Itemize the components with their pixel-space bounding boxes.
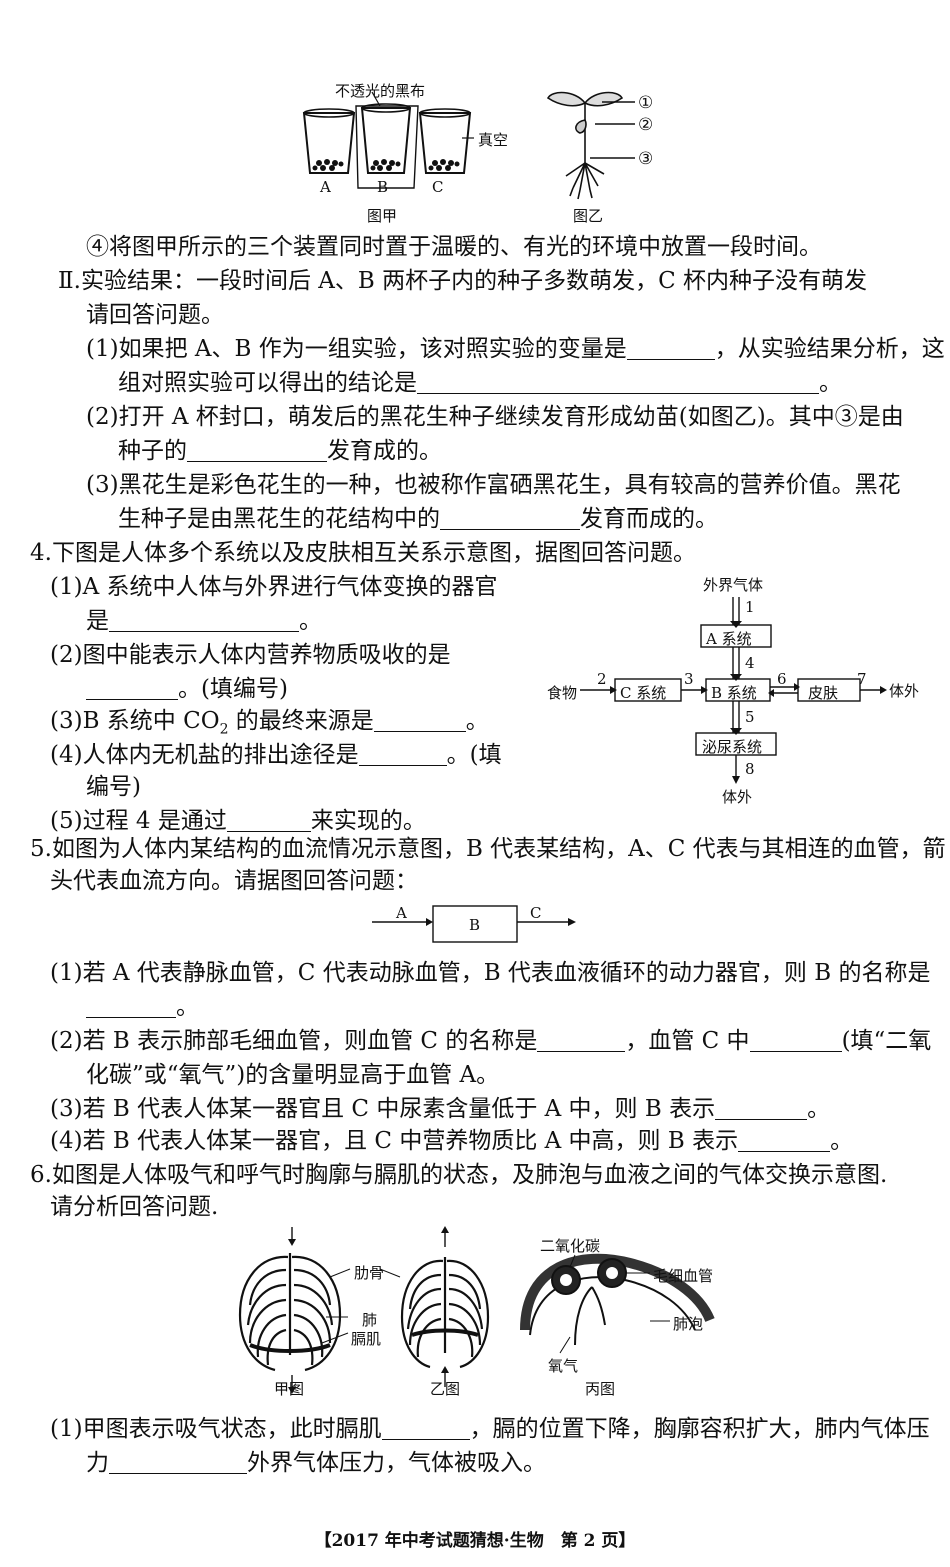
answer-blank[interactable] — [86, 995, 176, 1018]
flow-num-7: 7 — [857, 670, 867, 688]
blood-flow-diagram — [372, 905, 576, 943]
q5-part3: (3)若 B 代表人体某一器官且 C 中尿素含量低于 A 中，则 B 表示。 — [50, 1096, 831, 1122]
co2-label: 二氧化碳 — [540, 1237, 601, 1255]
q3-result: Ⅱ.实验结果：一段时间后 A、B 两杯子内的种子多数萌发，C 杯内种子没有萌发 — [58, 268, 867, 294]
rib-label: 肋骨 — [354, 1264, 385, 1282]
flow-num-8: 8 — [745, 760, 755, 778]
flow-num-3: 3 — [684, 670, 694, 688]
cup-c-label: C — [432, 178, 444, 196]
capillary-label: 毛细血管 — [653, 1267, 714, 1285]
q3-part3-line2: 生种子是由黑花生的花结构中的发育而成的。 — [118, 506, 718, 532]
answer-blank[interactable] — [715, 1097, 808, 1120]
caption-yi-tu: 乙图 — [430, 1380, 461, 1398]
q4-part2-line1: (2)图中能表示人体内营养物质吸收的是 — [50, 642, 451, 668]
answer-blank[interactable] — [749, 1029, 842, 1052]
answer-blank[interactable] — [187, 439, 327, 462]
oxygen-label: 氧气 — [548, 1357, 579, 1375]
b-system-box: B 系统 — [711, 684, 757, 702]
out-label-right: 体外 — [889, 682, 920, 700]
answer-blank[interactable] — [226, 809, 311, 832]
outside-gas-label: 外界气体 — [703, 576, 764, 594]
q3-step4: ④将图甲所示的三个装置同时置于温暖的、有光的环境中放置一段时间。 — [86, 234, 822, 260]
answer-blank[interactable] — [537, 1029, 626, 1052]
caption-jia-tu: 甲图 — [274, 1380, 305, 1398]
vacuum-label: 真空 — [478, 131, 509, 149]
q5-part1-line2: 。 — [86, 992, 199, 1022]
q4-part1-line1: (1)A 系统中人体与外界进行气体变换的器官 — [50, 574, 498, 600]
answer-blank[interactable] — [381, 1417, 470, 1440]
q3-part1-line2: 组对照实验可以得出的结论是。 — [118, 370, 842, 396]
caption-bing-tu: 丙图 — [585, 1380, 616, 1398]
q5-part1-line1: (1)若 A 代表静脉血管，C 代表动脉血管，B 代表血液循环的动力器官，则 B… — [50, 960, 931, 986]
alveolus-label: 肺泡 — [673, 1315, 704, 1333]
q6-stem-line1: 6.如图是人体吸气和呼气时胸廓与膈肌的状态，及肺泡与血液之间的气体交换示意图. — [30, 1162, 888, 1188]
body-systems-diagram — [580, 597, 887, 784]
q4-part4-line2: 编号) — [86, 774, 141, 800]
marker-2: ② — [638, 115, 654, 135]
answer-blank[interactable] — [86, 677, 178, 700]
food-label: 食物 — [547, 684, 578, 702]
answer-blank[interactable] — [738, 1129, 831, 1152]
flow-num-6: 6 — [777, 670, 787, 688]
a-system-box: A 系统 — [706, 630, 752, 648]
q4-part5: (5)过程 4 是通过来实现的。 — [50, 808, 426, 834]
marker-1: ① — [638, 93, 654, 113]
q4-part1-line2: 是。 — [86, 608, 322, 634]
cup-b-label: B — [377, 178, 389, 196]
vessel-a-label: A — [396, 904, 407, 922]
flow-num-4: 4 — [745, 654, 755, 672]
cup-a-label: A — [320, 178, 331, 196]
breathing-diagram — [238, 1226, 715, 1394]
q5-part2-line1: (2)若 B 表示肺部毛细血管，则血管 C 的名称是，血管 C 中(填“二氧 — [50, 1028, 932, 1054]
flow-num-2: 2 — [597, 670, 607, 688]
caption-jia: 图甲 — [367, 207, 398, 225]
flow-num-5: 5 — [745, 708, 755, 726]
c-system-box: C 系统 — [620, 684, 667, 702]
q6-part1-line2: 力外界气体压力，气体被吸入。 — [86, 1450, 546, 1476]
q6-stem-line2: 请分析回答问题. — [50, 1194, 219, 1220]
answer-blank[interactable] — [109, 1451, 247, 1474]
q3-prompt: 请回答问题。 — [86, 302, 224, 328]
q3-part1-line1: (1)如果把 A、B 作为一组实验，该对照实验的变量是，从实验结果分析，这 — [86, 336, 945, 362]
q5-part4: (4)若 B 代表人体某一器官，且 C 中营养物质比 A 中高，则 B 表示。 — [50, 1128, 854, 1154]
q3-part2-line1: (2)打开 A 杯封口，萌发后的黑花生种子继续发育形成幼苗(如图乙)。其中③是由 — [86, 404, 904, 430]
q4-stem: 4.下图是人体多个系统以及皮肤相互关系示意图，据图回答问题。 — [30, 540, 696, 566]
answer-blank[interactable] — [109, 609, 299, 632]
caption-yi: 图乙 — [573, 207, 604, 225]
structure-b-label: B — [469, 916, 481, 934]
lung-label: 肺 — [362, 1311, 378, 1329]
q3-part2-line2: 种子的发育成的。 — [118, 438, 442, 464]
q3-part3-line1: (3)黑花生是彩色花生的一种，也被称作富硒黑花生，具有较高的营养价值。黑花 — [86, 472, 901, 498]
q4-part4-line1: (4)人体内无机盐的排出途径是。(填 — [50, 742, 502, 768]
answer-blank[interactable] — [417, 371, 819, 394]
q5-stem-line2: 头代表血流方向。请据图回答问题： — [50, 868, 418, 894]
figure-seed-cups — [302, 91, 635, 200]
answer-blank[interactable] — [358, 743, 447, 766]
q4-part3: (3)B 系统中 CO2 的最终来源是。 — [50, 708, 489, 738]
q5-stem-line1: 5.如图为人体内某结构的血流情况示意图，B 代表某结构，A、C 代表与其相连的血… — [30, 836, 946, 862]
out-label-bottom: 体外 — [722, 788, 753, 806]
answer-blank[interactable] — [626, 337, 715, 360]
q4-part2-line2: 。(填编号) — [86, 674, 288, 704]
answer-blank[interactable] — [440, 507, 580, 530]
q6-part1-line1: (1)甲图表示吸气状态，此时膈肌，膈的位置下降，胸廓容积扩大，肺内气体压 — [50, 1416, 930, 1442]
answer-blank[interactable] — [373, 709, 466, 732]
q5-part2-line2: 化碳”或“氧气”)的含量明显高于血管 A。 — [86, 1062, 500, 1088]
skin-box: 皮肤 — [808, 684, 839, 702]
urinary-box: 泌尿系统 — [702, 738, 763, 756]
marker-3: ③ — [638, 149, 654, 169]
diaphragm-label: 膈肌 — [351, 1330, 382, 1348]
vessel-c-label: C — [530, 904, 542, 922]
cloth-label: 不透光的黑布 — [335, 82, 426, 100]
page-footer: 【2017 年中考试题猜想·生物 第 2 页】 — [314, 1531, 636, 1551]
flow-num-1: 1 — [745, 598, 755, 616]
